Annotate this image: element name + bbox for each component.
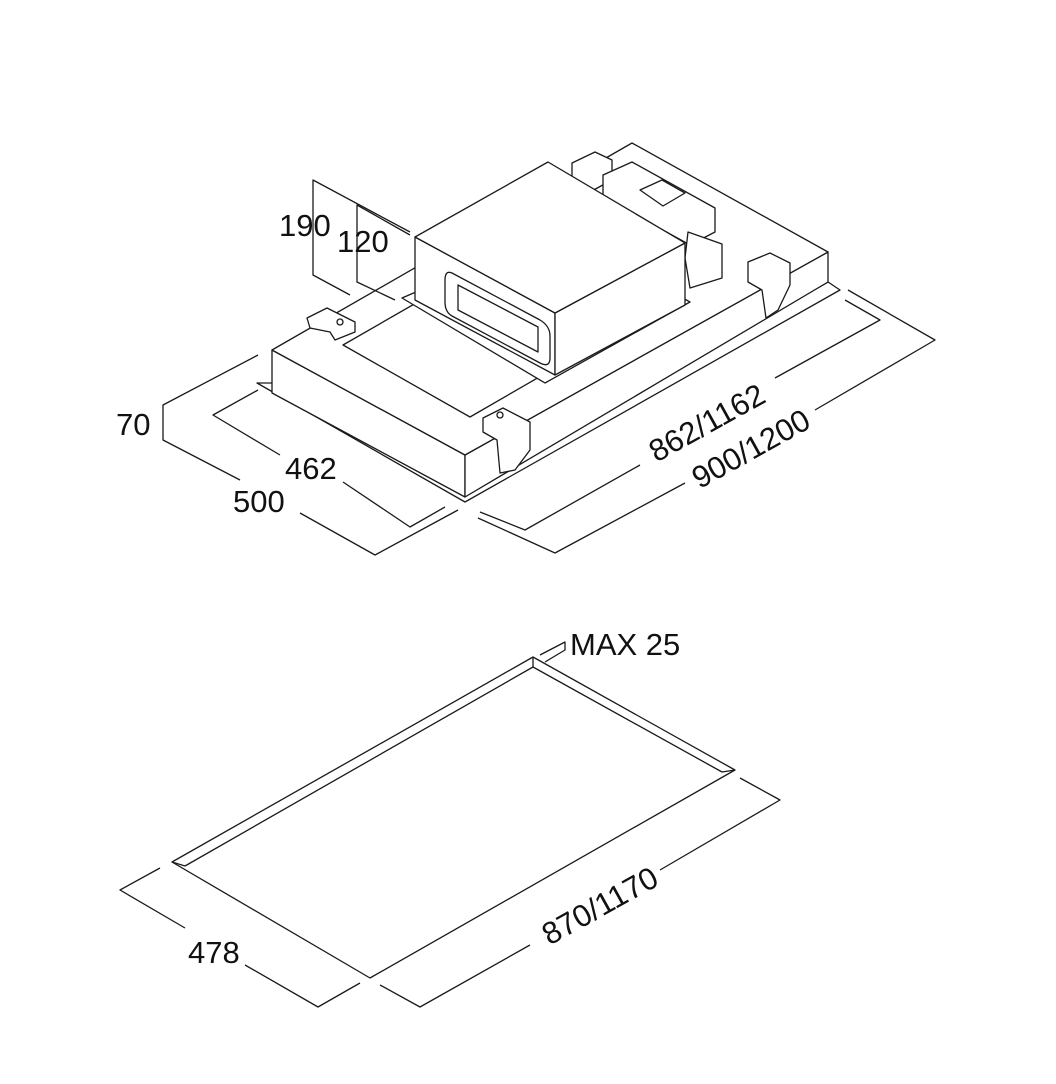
- dim-478: 478: [188, 935, 240, 970]
- dim-line-870-left: [379, 944, 531, 1008]
- dim-line-max25: [539, 641, 566, 663]
- dim-line-478-right: [244, 964, 361, 1008]
- dim-line-870-right: [659, 777, 781, 871]
- dim-70: 70: [116, 407, 150, 442]
- dim-120: 120: [337, 224, 389, 259]
- motor-box-top-face: [414, 161, 686, 314]
- dim-max-25: MAX 25: [570, 627, 680, 662]
- dim-line-462-right: [342, 481, 446, 528]
- dim-line-862-left: [479, 464, 641, 531]
- cutout-inner-edge: [184, 666, 723, 867]
- dim-190: 190: [279, 208, 331, 243]
- dim-line-120: [356, 204, 411, 301]
- dim-line-190: [312, 179, 411, 296]
- screw-hole: [336, 318, 344, 326]
- dim-line-900-right: [814, 289, 936, 411]
- air-outlet-inner: [457, 284, 539, 353]
- cutout-corner: [721, 769, 736, 773]
- junction-box: [639, 179, 686, 207]
- side-bracket-right: [747, 252, 791, 319]
- side-bracket-left: [306, 307, 356, 341]
- dim-line-70-500: [162, 354, 259, 481]
- side-bracket-front: [482, 407, 531, 474]
- dim-870-1170: 870/1170: [536, 860, 664, 952]
- dim-line-500-right: [299, 509, 459, 556]
- dim-line-862-right: [774, 299, 881, 379]
- dim-line-478-left: [119, 867, 186, 929]
- dim-462: 462: [285, 451, 337, 486]
- air-outlet: [444, 271, 551, 366]
- cutout-outer: [171, 656, 736, 979]
- dim-500: 500: [233, 484, 285, 519]
- dim-line-900-left: [477, 482, 686, 554]
- top-dimension-lines: [162, 179, 936, 556]
- hood-unit-drawing: [256, 142, 841, 503]
- dim-line-462-left: [212, 389, 281, 456]
- ceiling-cutout-drawing: [119, 641, 781, 1008]
- screw-hole: [496, 411, 504, 419]
- cutout-corner: [171, 861, 186, 867]
